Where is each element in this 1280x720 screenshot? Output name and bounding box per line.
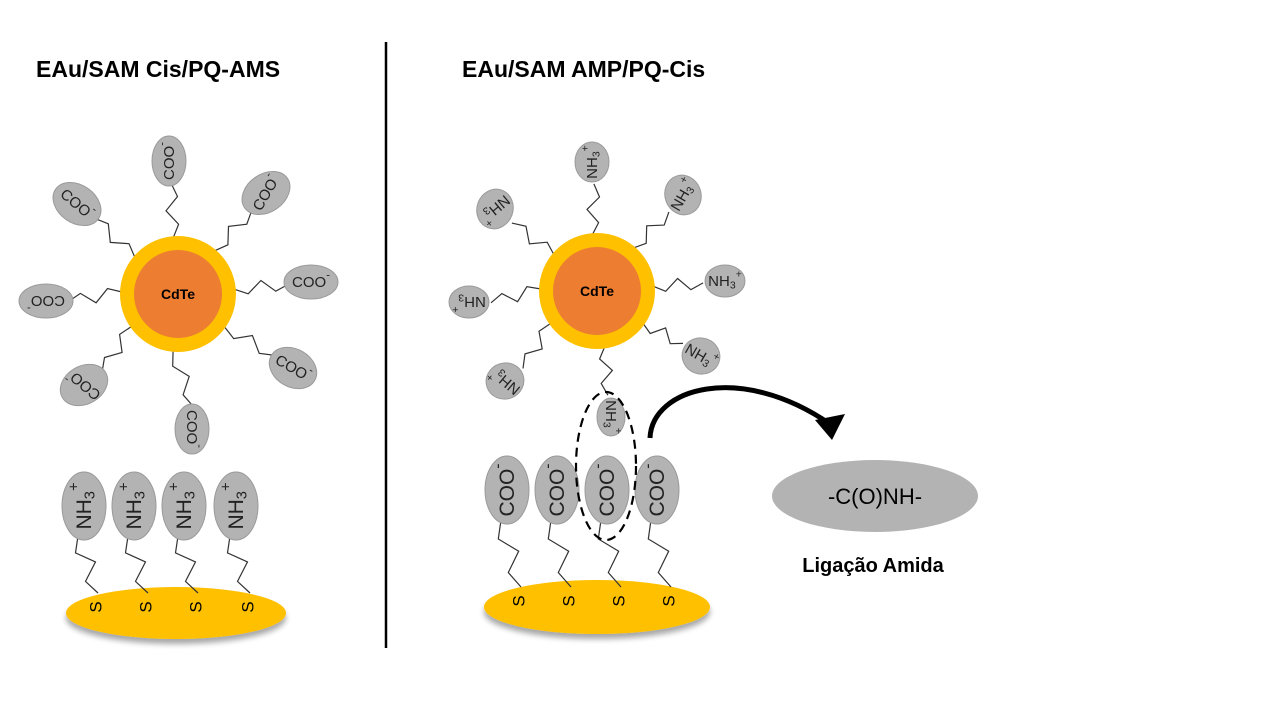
left-ligand-chain: [67, 287, 123, 304]
right-ligand-blob: [664, 174, 702, 216]
left-sam-chain: [174, 535, 199, 594]
right-core-label: CdTe: [580, 283, 614, 299]
left-ligand-chain: [165, 182, 180, 239]
amide-bond-label: -C(O)NH-: [828, 484, 922, 509]
left-ligand-chain: [213, 209, 253, 252]
right-ligand-label: NH3+: [452, 292, 486, 315]
left-ligand-blob: [59, 363, 109, 407]
left-sam-blob: [213, 471, 259, 541]
left-sam-chain: [124, 535, 149, 594]
left-ligand-chain: [101, 325, 133, 373]
amide-bond-caption: Ligação Amida: [802, 555, 944, 577]
right-panel-title: EAu/SAM AMP/PQ-Cis: [462, 56, 705, 82]
right-gold-electrode: [484, 580, 710, 634]
left-ligand-label: COO-: [184, 410, 205, 448]
right-ligand-chain: [642, 322, 684, 345]
right-sam-chain: [547, 519, 572, 588]
right-ligand-blob: [704, 264, 746, 298]
right-sulfur-label: S: [560, 595, 579, 606]
right-ligand-blob: [596, 397, 626, 437]
right-ligand-blob: [476, 188, 514, 230]
left-sam-blob: [111, 471, 157, 541]
right-qd-core: [553, 247, 641, 335]
right-sam-label: COO-: [589, 463, 618, 516]
left-ligand-label: COO-: [27, 293, 65, 314]
amide-bond-ellipse: [772, 460, 978, 532]
bonding-pair-highlight: [574, 390, 638, 542]
right-sam-blob: [534, 455, 580, 525]
left-gold-electrode: [66, 587, 286, 639]
right-panel: NH3+NH3+NH3+NH3+NH3+NH3+NH3+NH3+ CdTe CO…: [448, 141, 978, 634]
left-sam-blob: [161, 471, 207, 541]
left-ligand-label: COO-: [156, 142, 177, 180]
left-sam-label: NH3+: [167, 482, 199, 529]
left-ligand-chain: [223, 325, 276, 356]
right-sam-chain: [597, 519, 622, 588]
right-sulfur-label: S: [660, 595, 679, 606]
left-sulfur-label: S: [187, 601, 206, 612]
right-sam-chain: [497, 519, 522, 588]
left-sam-label: NH3+: [117, 482, 149, 529]
right-ligand-chain: [652, 277, 704, 293]
left-ligand-blob: [52, 181, 102, 227]
right-sam-blob: [584, 455, 630, 525]
right-ligand-label: NH3+: [708, 268, 742, 291]
right-sam-label: COO-: [489, 463, 518, 516]
left-core-label: CdTe: [161, 286, 195, 302]
left-panel: COO-COO-COO-COO-COO-COO-COO-COO- CdTe NH…: [18, 135, 339, 639]
left-ligand-label: COO-: [292, 269, 330, 290]
left-ligand-blob: [283, 264, 339, 300]
left-sam-label: NH3+: [219, 482, 251, 529]
left-sam-layer: NH3+ S NH3+ S NH3+ S NH3+ S: [61, 471, 259, 613]
left-ligand-chain: [93, 217, 136, 259]
right-ligand-chain: [598, 346, 614, 396]
right-ligand-blob: [574, 141, 610, 183]
left-ligand-chain: [172, 349, 195, 408]
left-sam-label: NH3+: [67, 482, 99, 529]
right-ligand-label: NH3+: [601, 400, 624, 434]
right-sam-layer: COO- S COO- S COO- S COO- S: [484, 455, 680, 607]
right-ligand-label: NH3+: [579, 145, 602, 179]
right-qd-ligands: NH3+NH3+NH3+NH3+NH3+NH3+NH3+NH3+: [448, 141, 746, 437]
left-ligand-blob: [268, 346, 318, 390]
left-sam-chain: [226, 535, 251, 594]
right-sam-chain: [647, 519, 672, 588]
right-ligand-blob: [448, 285, 490, 319]
left-qd-core: [134, 250, 222, 338]
right-sam-label: COO-: [539, 463, 568, 516]
left-qd-ligands: COO-COO-COO-COO-COO-COO-COO-COO-: [18, 135, 339, 455]
left-ligand-chain: [233, 279, 290, 295]
right-sulfur-label: S: [610, 595, 629, 606]
right-ligand-chain: [490, 286, 542, 304]
right-ligand-blob: [681, 337, 721, 375]
reaction-arrow-head: [815, 414, 845, 440]
left-sam-chain: [74, 535, 99, 594]
right-ligand-chain: [522, 322, 552, 369]
right-ligand-chain: [511, 222, 555, 256]
left-ligand-blob: [18, 283, 74, 319]
left-ligand-blob: [151, 135, 187, 187]
left-sulfur-label: S: [87, 601, 106, 612]
reaction-arrow: [647, 385, 832, 439]
right-sam-blob: [484, 455, 530, 525]
right-sulfur-label: S: [510, 595, 529, 606]
right-sam-label: COO-: [639, 463, 668, 516]
right-ligand-blob: [485, 362, 525, 400]
left-sulfur-label: S: [239, 601, 258, 612]
left-sulfur-label: S: [137, 601, 156, 612]
right-ligand-chain: [632, 211, 670, 249]
right-ligand-chain: [586, 183, 601, 236]
left-ligand-blob: [241, 170, 291, 216]
left-panel-title: EAu/SAM Cis/PQ-AMS: [36, 56, 280, 82]
left-ligand-blob: [174, 403, 210, 455]
left-sam-blob: [61, 471, 107, 541]
